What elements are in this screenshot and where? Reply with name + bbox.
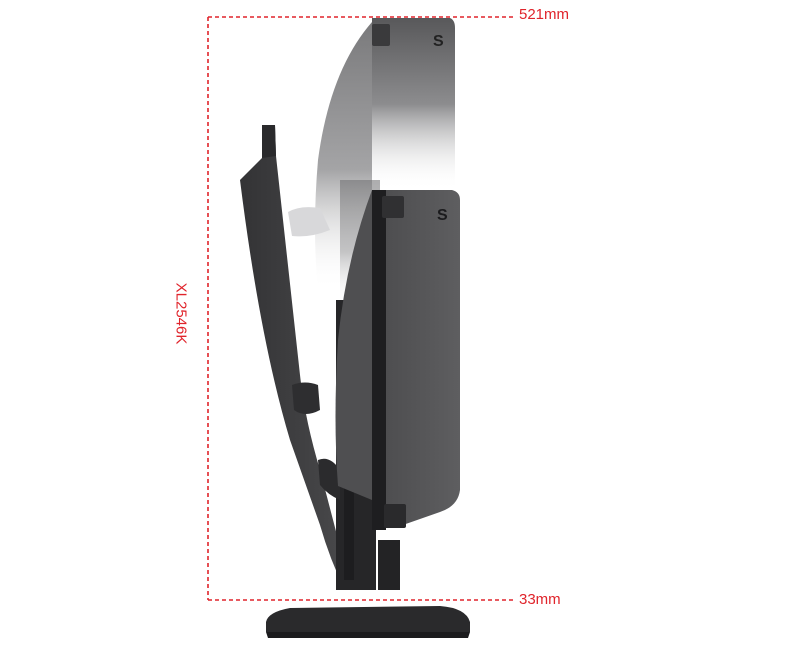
bottom-dimension-label: 33mm [519, 591, 561, 608]
model-name-label: XL2546K [172, 282, 190, 345]
dimension-lines [207, 16, 514, 601]
svg-text:S: S [433, 33, 444, 50]
svg-text:S: S [437, 207, 448, 224]
monitor-base [266, 606, 470, 638]
tilted-monitor [240, 125, 350, 590]
upright-monitor: S [335, 190, 460, 590]
top-dimension-label: 521mm [519, 6, 570, 23]
